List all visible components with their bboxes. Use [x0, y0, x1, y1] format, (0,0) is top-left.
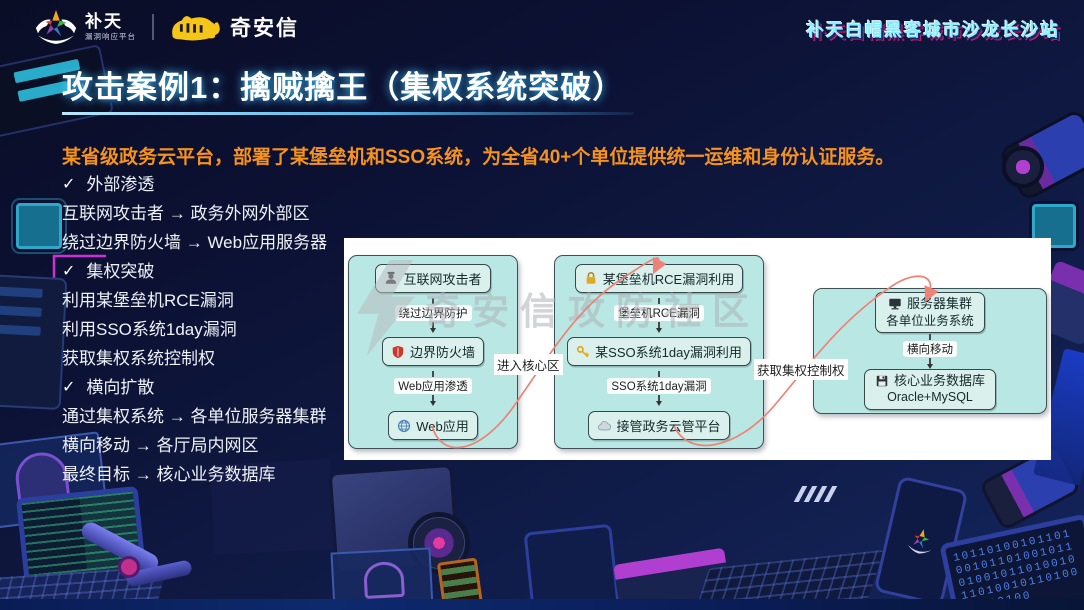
- node-sublabel: 各单位业务系统: [886, 313, 974, 328]
- header: 补天 漏洞响应平台 奇安信: [34, 9, 299, 45]
- node-bastion-rce-exploit: 某堡垒机RCE漏洞利用: [574, 263, 744, 293]
- edge-label: 横向移动: [903, 340, 957, 357]
- transition-label-enter-core: 进入核心区: [494, 354, 563, 375]
- deco-tablet: [523, 523, 621, 610]
- step-detail: 获取集权系统控制权: [62, 344, 327, 373]
- node-label: Web应用: [416, 419, 469, 435]
- deco-phone: [873, 475, 969, 607]
- step-detail: 横向移动 → 各厅局内网区: [62, 431, 327, 460]
- shield-icon: [392, 345, 404, 359]
- title-underline: [62, 112, 634, 115]
- node-label: 某堡垒机RCE漏洞利用: [602, 271, 735, 287]
- server-icon: [889, 299, 901, 310]
- check-icon: ✓: [62, 263, 76, 280]
- butian-logo: 补天 漏洞响应平台: [34, 9, 136, 45]
- edge-bypass-border: 绕过边界防护: [394, 297, 472, 333]
- intro-text: 某省级政务云平台，部署了某堡垒机和SSO系统，为全省40+个单位提供统一运维和身…: [62, 147, 895, 168]
- step-phase: ✓ 横向扩散: [62, 373, 327, 402]
- edge-sso-1day: SSO系统1day漏洞: [607, 371, 711, 407]
- deco-robot-joint: [118, 556, 140, 578]
- key-icon: [577, 345, 590, 358]
- step-text: 利用SSO系统1day漏洞: [62, 320, 237, 339]
- step-phase: ✓ 集权突破: [62, 257, 327, 286]
- butian-star-icon: [907, 529, 932, 554]
- step-detail: 利用SSO系统1day漏洞: [62, 315, 327, 344]
- step-text: 利用某堡垒机RCE漏洞: [62, 291, 234, 310]
- qianxin-tiger-icon: [172, 16, 220, 41]
- qianxin-logo-text: 奇安信: [230, 17, 299, 40]
- node-sso-1day-exploit: 某SSO系统1day漏洞利用: [567, 337, 751, 367]
- step-detail: 通过集权系统 → 各单位服务器集群: [62, 402, 327, 431]
- zone-business: 服务器集群 各单位业务系统 横向移动: [813, 288, 1047, 414]
- butian-logo-text: 补天: [85, 11, 123, 31]
- event-badge: 补天白帽黑客城市沙龙长沙站: [806, 20, 1060, 40]
- arrow-down-icon: [656, 327, 662, 333]
- deco-binary-screen: 1011010010110100101101001011010010110100…: [939, 513, 1084, 610]
- check-icon: ✓: [62, 176, 76, 193]
- step-text: 互联网攻击者 → 政务外网外部区: [62, 204, 310, 223]
- lock-icon: [586, 272, 596, 285]
- globe-icon: [398, 419, 411, 432]
- node-label: 服务器集群: [906, 296, 972, 312]
- arrow-down-icon: [430, 327, 436, 333]
- deco-cpu-chip-left: [16, 203, 62, 249]
- node-web-app: Web应用: [388, 411, 478, 441]
- step-detail: 最终目标 → 核心业务数据库: [62, 460, 327, 489]
- node-sublabel: Oracle+MySQL: [887, 390, 973, 405]
- node-label: 互联网攻击者: [403, 271, 482, 287]
- deco-panel-left: [0, 273, 68, 411]
- butian-logo-subtitle: 漏洞响应平台: [85, 32, 136, 42]
- butian-star-wings-icon: [35, 10, 77, 44]
- edge-label: Web应用渗透: [394, 378, 472, 395]
- qianxin-logo: 奇安信: [166, 11, 299, 43]
- edge-bastion-rce: 堡垒机RCE漏洞: [614, 297, 704, 333]
- edge-web-penetration: Web应用渗透: [394, 371, 472, 407]
- node-label: 接管政务云管平台: [616, 419, 721, 435]
- node-cloud-platform-takeover: 接管政务云管平台: [588, 411, 730, 441]
- step-detail: 利用某堡垒机RCE漏洞: [62, 286, 327, 315]
- zone-external: 互联网攻击者 绕过边界防护 边界防火墙 Web应用渗透: [348, 255, 518, 449]
- node-core-database: 核心业务数据库 Oracle+MySQL: [863, 368, 996, 410]
- step-detail: 互联网攻击者 → 政务外网外部区: [62, 199, 327, 228]
- step-text: 横向移动 → 各厅局内网区: [62, 436, 259, 455]
- attack-flow-diagram: 奇安信攻防社区 互联网攻击者 绕过边界防护: [344, 238, 1051, 460]
- check-icon: ✓: [62, 379, 76, 396]
- step-text: 集权突破: [86, 262, 155, 281]
- node-border-firewall: 边界防火墙: [381, 337, 484, 367]
- step-text: 获取集权系统控制权: [62, 349, 215, 368]
- step-text: 通过集权系统 → 各单位服务器集群: [62, 407, 327, 426]
- node-label: 某SSO系统1day漏洞利用: [595, 345, 742, 361]
- edge-label: 堡垒机RCE漏洞: [614, 304, 704, 321]
- step-text: 最终目标 → 核心业务数据库: [62, 465, 276, 484]
- arrow-down-icon: [655, 401, 662, 407]
- step-detail: 绕过边界防火墙 → Web应用服务器: [62, 228, 327, 257]
- step-text: 绕过边界防火墙 → Web应用服务器: [62, 233, 328, 252]
- header-divider: [152, 14, 154, 40]
- node-label: 核心业务数据库: [893, 372, 985, 388]
- step-phase: ✓ 外部渗透: [62, 170, 327, 199]
- hacker-icon: [386, 272, 397, 285]
- edge-lateral-move: 横向移动: [903, 333, 957, 369]
- node-label: 边界防火墙: [409, 345, 475, 361]
- database-icon: [876, 375, 888, 387]
- deco-slash-marks: [793, 486, 838, 507]
- edge-label: 绕过边界防护: [394, 304, 472, 321]
- arrow-down-icon: [430, 401, 436, 407]
- node-internet-attacker: 互联网攻击者: [375, 263, 491, 293]
- node-server-cluster: 服务器集群 各单位业务系统: [875, 292, 985, 334]
- arrow-down-icon: [927, 363, 933, 369]
- transition-label-gain-control: 获取集权控制权: [754, 359, 848, 380]
- deco-bottom-bar: [0, 599, 1084, 610]
- page-title: 攻击案例1：擒贼擒王（集权系统突破）: [62, 70, 625, 105]
- cloud-icon: [598, 420, 612, 431]
- step-text: 外部渗透: [86, 175, 155, 194]
- zone-core: 某堡垒机RCE漏洞利用 堡垒机RCE漏洞 某SSO系统1day漏洞利用: [554, 255, 764, 449]
- edge-label: SSO系统1day漏洞: [607, 378, 711, 395]
- step-text: 横向扩散: [86, 378, 155, 397]
- attack-steps-list: ✓ 外部渗透 互联网攻击者 → 政务外网外部区 绕过边界防火墙 → Web应用服务…: [62, 170, 327, 489]
